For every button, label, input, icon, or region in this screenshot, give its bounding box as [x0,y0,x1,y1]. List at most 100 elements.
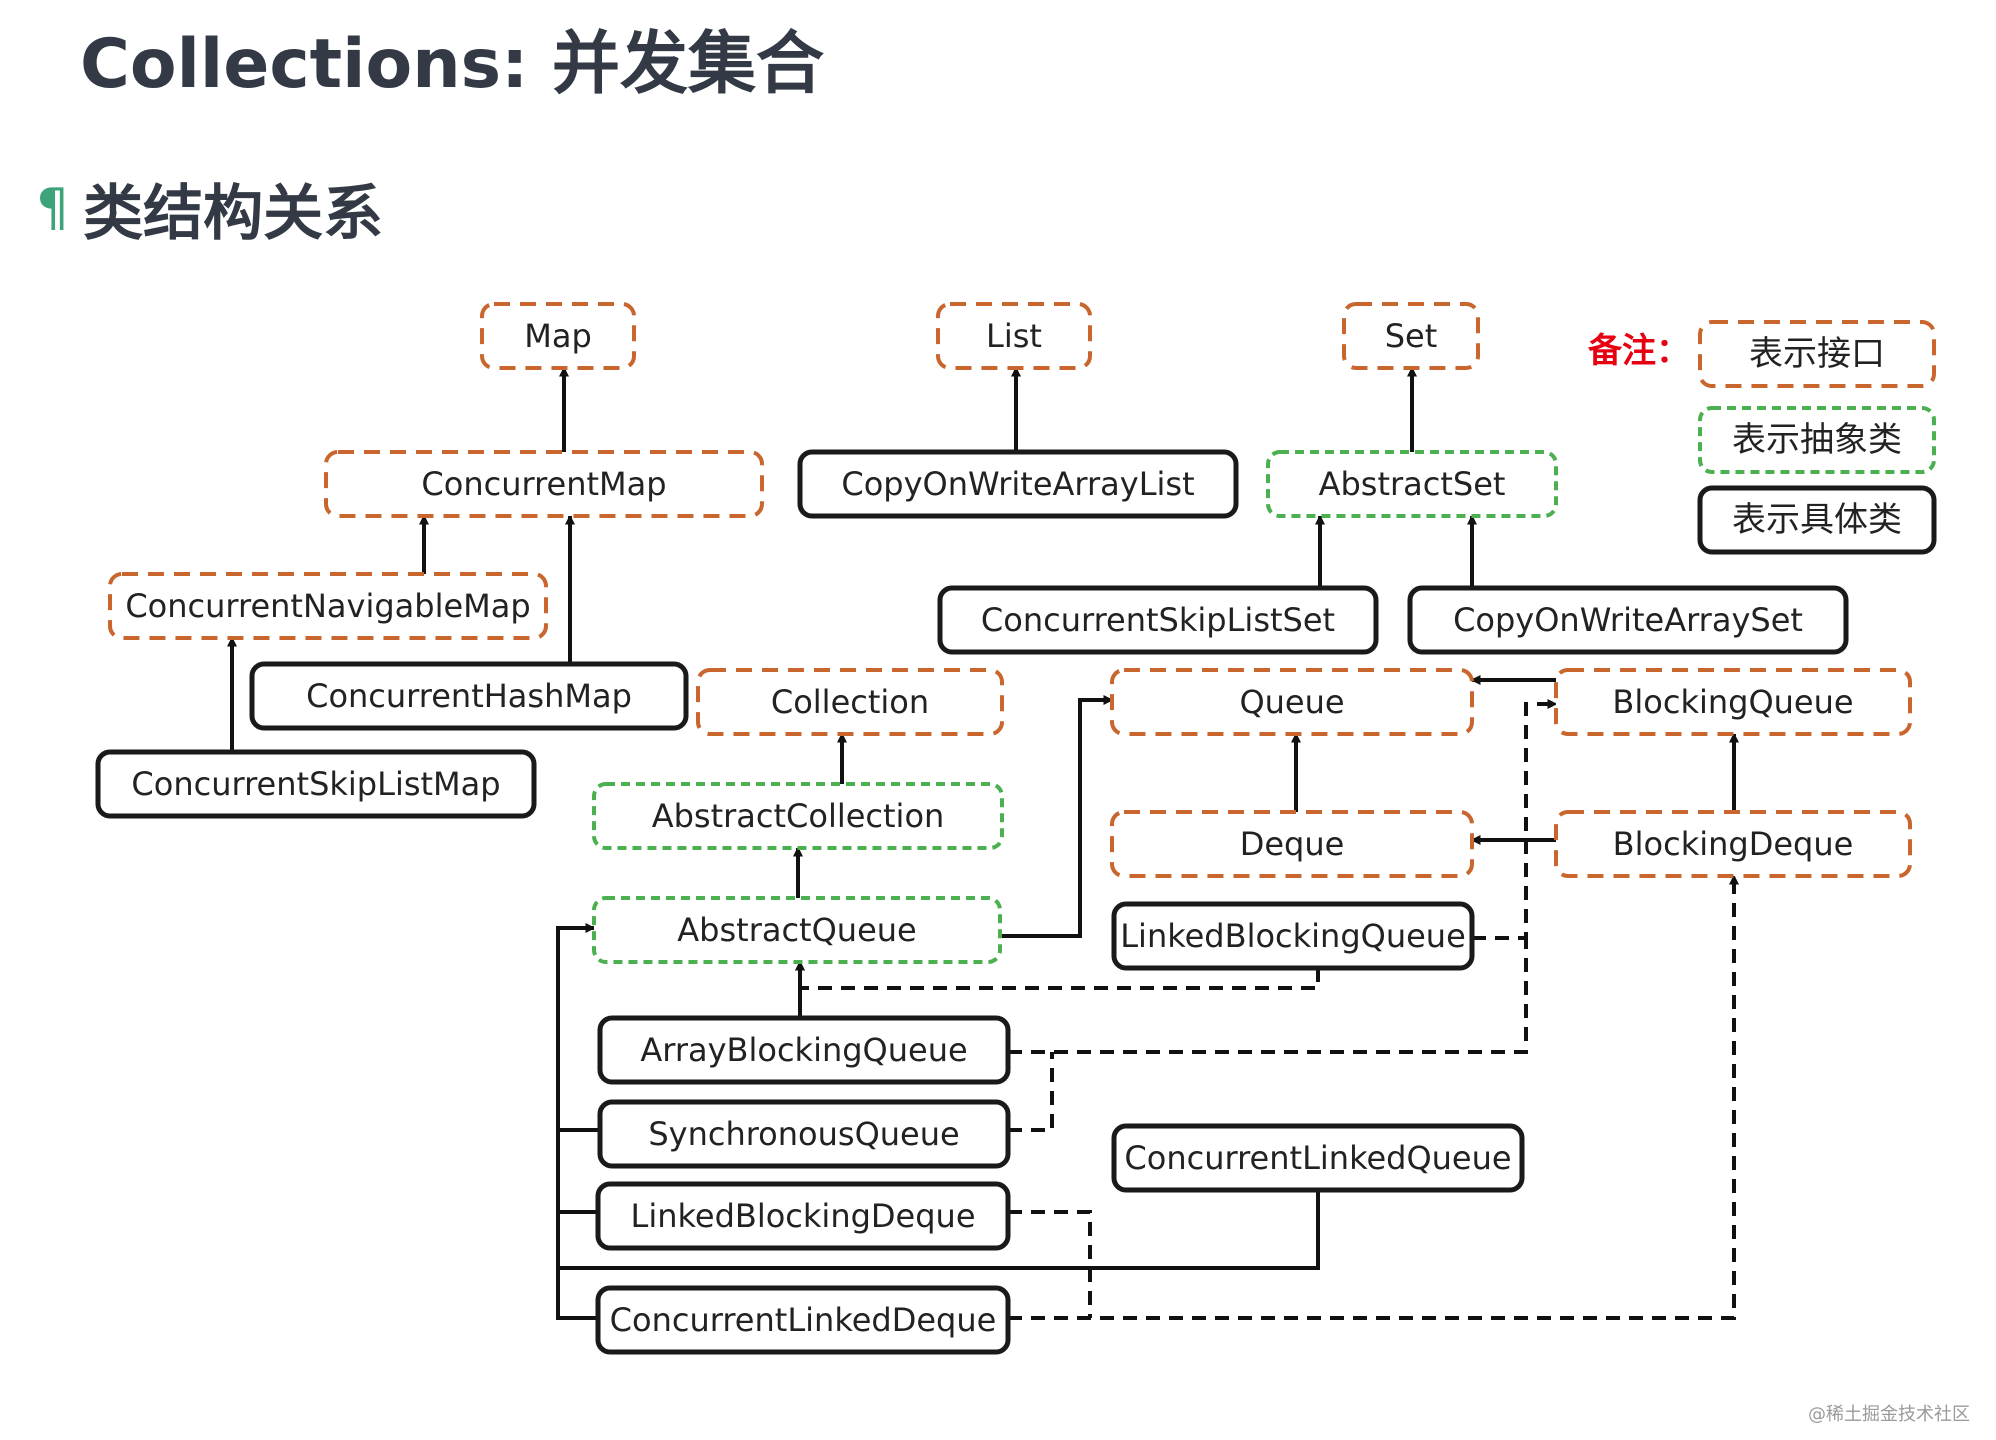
node-concurrentskiplistset-label: ConcurrentSkipListSet [981,601,1335,639]
edge-concurrentlinkeddeque-to-deque [1008,874,1739,1320]
watermark: @稀土掘金技术社区 [1808,1404,1970,1425]
node-concurrentmap: ConcurrentMap [324,450,764,518]
node-concurrentlinkedqueue-label: ConcurrentLinkedQueue [1124,1139,1511,1177]
node-list-box [936,302,1092,370]
node-linkedblockingdeque-box [595,1181,1011,1251]
node-blockingdeque-box [1554,810,1912,878]
node-map-box [480,302,636,370]
node-concurrentskiplistmap: ConcurrentSkipListMap [95,749,537,819]
node-abstractcollection: AbstractCollection [592,782,1004,850]
node-abstractcollection-box [592,782,1004,850]
edge-concurrentlinkedqueue-to-abstractqueue [558,1190,1320,1270]
legend-item-abstract: 表示抽象类 [1698,406,1936,474]
node-concurrentskiplistset-box [937,585,1379,655]
node-synchronousqueue: SynchronousQueue [597,1099,1011,1169]
section-heading: ¶ 类结构关系 [36,168,383,249]
legend-item-abstract-label: 表示抽象类 [1732,420,1902,460]
edge-synchronousqueue-to-blockingqueue [1008,1052,1054,1132]
node-abstractqueue: AbstractQueue [592,896,1002,964]
node-concurrenthashmap: ConcurrentHashMap [249,661,689,731]
node-set-label: Set [1385,317,1438,355]
node-linkedblockingqueue: LinkedBlockingQueue [1111,901,1475,971]
node-abstractset-label: AbstractSet [1319,465,1506,503]
edge-linkedblockingdeque-to-blockingdeque [1008,1210,1092,1318]
pilcrow-icon: ¶ [36,178,70,238]
node-copyonwritearrayset-box [1407,585,1849,655]
node-concurrentlinkedqueue: ConcurrentLinkedQueue [1111,1123,1525,1193]
node-linkedblockingdeque-label: LinkedBlockingDeque [630,1197,975,1235]
page-title: Collections: 并发集合 [80,25,824,104]
legend-item-abstract-box [1698,406,1936,474]
node-deque-box [1110,810,1474,878]
node-synchronousqueue-box [597,1099,1011,1169]
node-copyonwritearraylist-label: CopyOnWriteArrayList [841,465,1194,503]
node-copyonwritearrayset: CopyOnWriteArraySet [1407,585,1849,655]
node-synchronousqueue-label: SynchronousQueue [648,1115,959,1153]
node-queue-label: Queue [1239,683,1344,721]
node-blockingqueue-label: BlockingQueue [1612,683,1853,721]
node-abstractset: AbstractSet [1266,450,1558,518]
legend-item-interface: 表示接口 [1698,320,1936,388]
node-set: Set [1342,302,1480,370]
node-blockingdeque: BlockingDeque [1554,810,1912,878]
node-collection-box [696,668,1004,736]
node-concurrentnavigablemap-box [108,572,548,640]
edges-layer [227,366,1739,1320]
node-collection-label: Collection [771,683,929,721]
legend-item-concrete-box [1697,485,1937,555]
node-linkedblockingqueue-label: LinkedBlockingQueue [1120,917,1466,955]
edge-concurrentlinkeddeque-to-abstractqueue [556,1130,598,1320]
node-concurrentmap-box [324,450,764,518]
node-concurrentlinkeddeque-box [595,1285,1011,1355]
node-concurrentskiplistmap-label: ConcurrentSkipListMap [131,765,500,803]
node-concurrenthashmap-box [249,661,689,731]
node-concurrentskiplistmap-box [95,749,537,819]
node-concurrentskiplistset: ConcurrentSkipListSet [937,585,1379,655]
edge-arrayblockingqueue-to-blockingqueue [1008,938,1528,1054]
node-concurrentlinkeddeque-label: ConcurrentLinkedDeque [610,1301,997,1339]
node-set-box [1342,302,1480,370]
node-copyonwritearraylist: CopyOnWriteArrayList [797,449,1239,519]
node-concurrentnavigablemap: ConcurrentNavigableMap [108,572,548,640]
node-concurrentnavigablemap-label: ConcurrentNavigableMap [125,587,530,625]
edge-linkedblockingqueue-to-abstractqueue [795,960,1320,990]
node-copyonwritearrayset-label: CopyOnWriteArraySet [1453,601,1803,639]
node-abstractset-box [1266,450,1558,518]
legend-title: 备注： [1588,331,1690,371]
node-arrayblockingqueue-label: ArrayBlockingQueue [640,1031,967,1069]
legend-item-concrete-label: 表示具体类 [1732,500,1902,540]
node-linkedblockingdeque: LinkedBlockingDeque [595,1181,1011,1251]
node-concurrentlinkedqueue-box [1111,1123,1525,1193]
node-deque: Deque [1110,810,1474,878]
node-queue-box [1110,668,1474,736]
node-blockingdeque-label: BlockingDeque [1613,825,1854,863]
node-abstractqueue-box [592,896,1002,964]
node-linkedblockingqueue-box [1111,901,1475,971]
node-queue: Queue [1110,668,1474,736]
legend-item-concrete: 表示具体类 [1697,485,1937,555]
node-concurrentmap-label: ConcurrentMap [421,465,666,503]
node-deque-label: Deque [1240,825,1345,863]
legend-item-interface-box [1698,320,1936,388]
node-blockingqueue: BlockingQueue [1554,668,1912,736]
node-copyonwritearraylist-box [797,449,1239,519]
node-map: Map [480,302,636,370]
node-abstractcollection-label: AbstractCollection [652,797,945,835]
legend-item-interface-label: 表示接口 [1749,334,1885,374]
edge-synchronousqueue-to-abstractqueue [556,923,600,1132]
node-concurrentlinkeddeque: ConcurrentLinkedDeque [595,1285,1011,1355]
node-list-label: List [986,317,1042,355]
node-abstractqueue-label: AbstractQueue [677,911,916,949]
edge-abstractqueue-to-queue [1000,695,1114,938]
node-list: List [936,302,1092,370]
node-arrayblockingqueue: ArrayBlockingQueue [597,1015,1011,1085]
node-concurrenthashmap-label: ConcurrentHashMap [306,677,632,715]
node-blockingqueue-box [1554,668,1912,736]
section-heading-text: 类结构关系 [83,178,384,249]
node-arrayblockingqueue-box [597,1015,1011,1085]
node-map-label: Map [524,317,592,355]
node-collection: Collection [696,668,1004,736]
